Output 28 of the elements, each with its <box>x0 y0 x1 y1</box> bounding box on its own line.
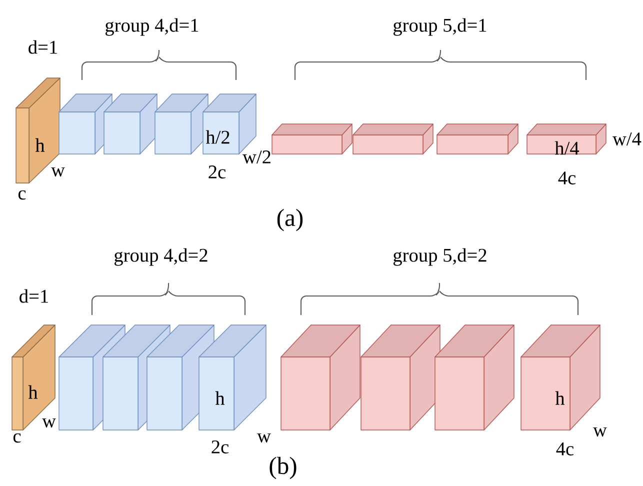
size-label: w/4 <box>612 132 642 146</box>
cuboid-block: h/4 <box>526 124 606 155</box>
node-label: h <box>215 391 225 405</box>
size-label: c <box>13 433 21 443</box>
size-label: w <box>257 433 271 443</box>
cuboid-block: h <box>198 324 266 430</box>
size-label: 2c <box>212 440 229 454</box>
cuboid-block <box>272 124 352 154</box>
size-label: 4c <box>556 442 574 456</box>
group-label: group 4,d=2 <box>114 248 208 266</box>
size-label: c <box>18 190 26 200</box>
cuboid-block: h/2 <box>202 94 256 154</box>
group-label: group 4,d=1 <box>106 18 198 36</box>
size-label: w <box>42 418 56 428</box>
cuboid-block <box>104 94 158 154</box>
cuboid-block <box>434 324 514 430</box>
size-label: 2c <box>208 166 226 178</box>
panel-label: (a) <box>277 208 303 232</box>
cuboid-block <box>280 324 360 430</box>
size-label: d=1 <box>20 289 48 303</box>
size-label: d=1 <box>28 40 57 54</box>
group-label: group 5,d=2 <box>394 248 486 266</box>
size-label: 4c <box>558 172 576 184</box>
cuboid-block <box>436 124 518 154</box>
group-label: group 5,d=1 <box>394 18 486 36</box>
cuboid-block <box>352 124 434 154</box>
panel-label: (b) <box>270 456 296 480</box>
cuboid-block <box>360 324 440 430</box>
